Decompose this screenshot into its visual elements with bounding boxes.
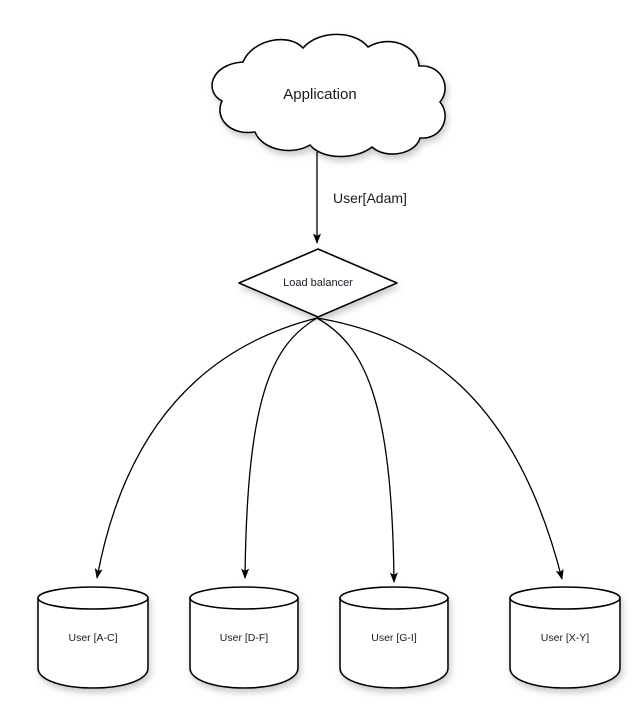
edge-lb-to-shard-ac xyxy=(94,317,318,580)
cylinder-top xyxy=(189,586,299,610)
node-shard-df[interactable] xyxy=(189,586,299,689)
shard-gi-label: User [G-I] xyxy=(371,632,417,644)
edge-lb-to-shard-df xyxy=(241,317,318,580)
cylinder-top xyxy=(509,586,621,610)
edge-label-user-adam: User[Adam] xyxy=(333,190,407,206)
edge-lb-to-shard-xy xyxy=(316,317,564,581)
shard-xy-label: User [X-Y] xyxy=(541,632,590,644)
node-load-balancer[interactable] xyxy=(238,248,398,318)
node-shard-ac[interactable] xyxy=(37,586,149,689)
cylinder-top xyxy=(339,586,449,610)
cylinder-body xyxy=(37,597,149,689)
edge-lb-to-shard-gi xyxy=(316,317,398,584)
cylinder-top xyxy=(37,586,149,610)
node-shard-gi[interactable] xyxy=(339,586,449,689)
cylinder-body xyxy=(189,597,299,689)
diamond-shape xyxy=(238,248,398,318)
shard-df-label: User [D-F] xyxy=(220,632,268,644)
cylinder-body xyxy=(509,597,621,689)
node-application[interactable] xyxy=(211,33,446,158)
shard-ac-label: User [A-C] xyxy=(68,632,117,644)
load-balancer-label: Load balancer xyxy=(283,277,353,289)
node-shard-xy[interactable] xyxy=(509,586,621,689)
cylinder-body xyxy=(339,597,449,689)
application-label: Application xyxy=(283,86,356,103)
cloud-shape xyxy=(211,33,446,158)
